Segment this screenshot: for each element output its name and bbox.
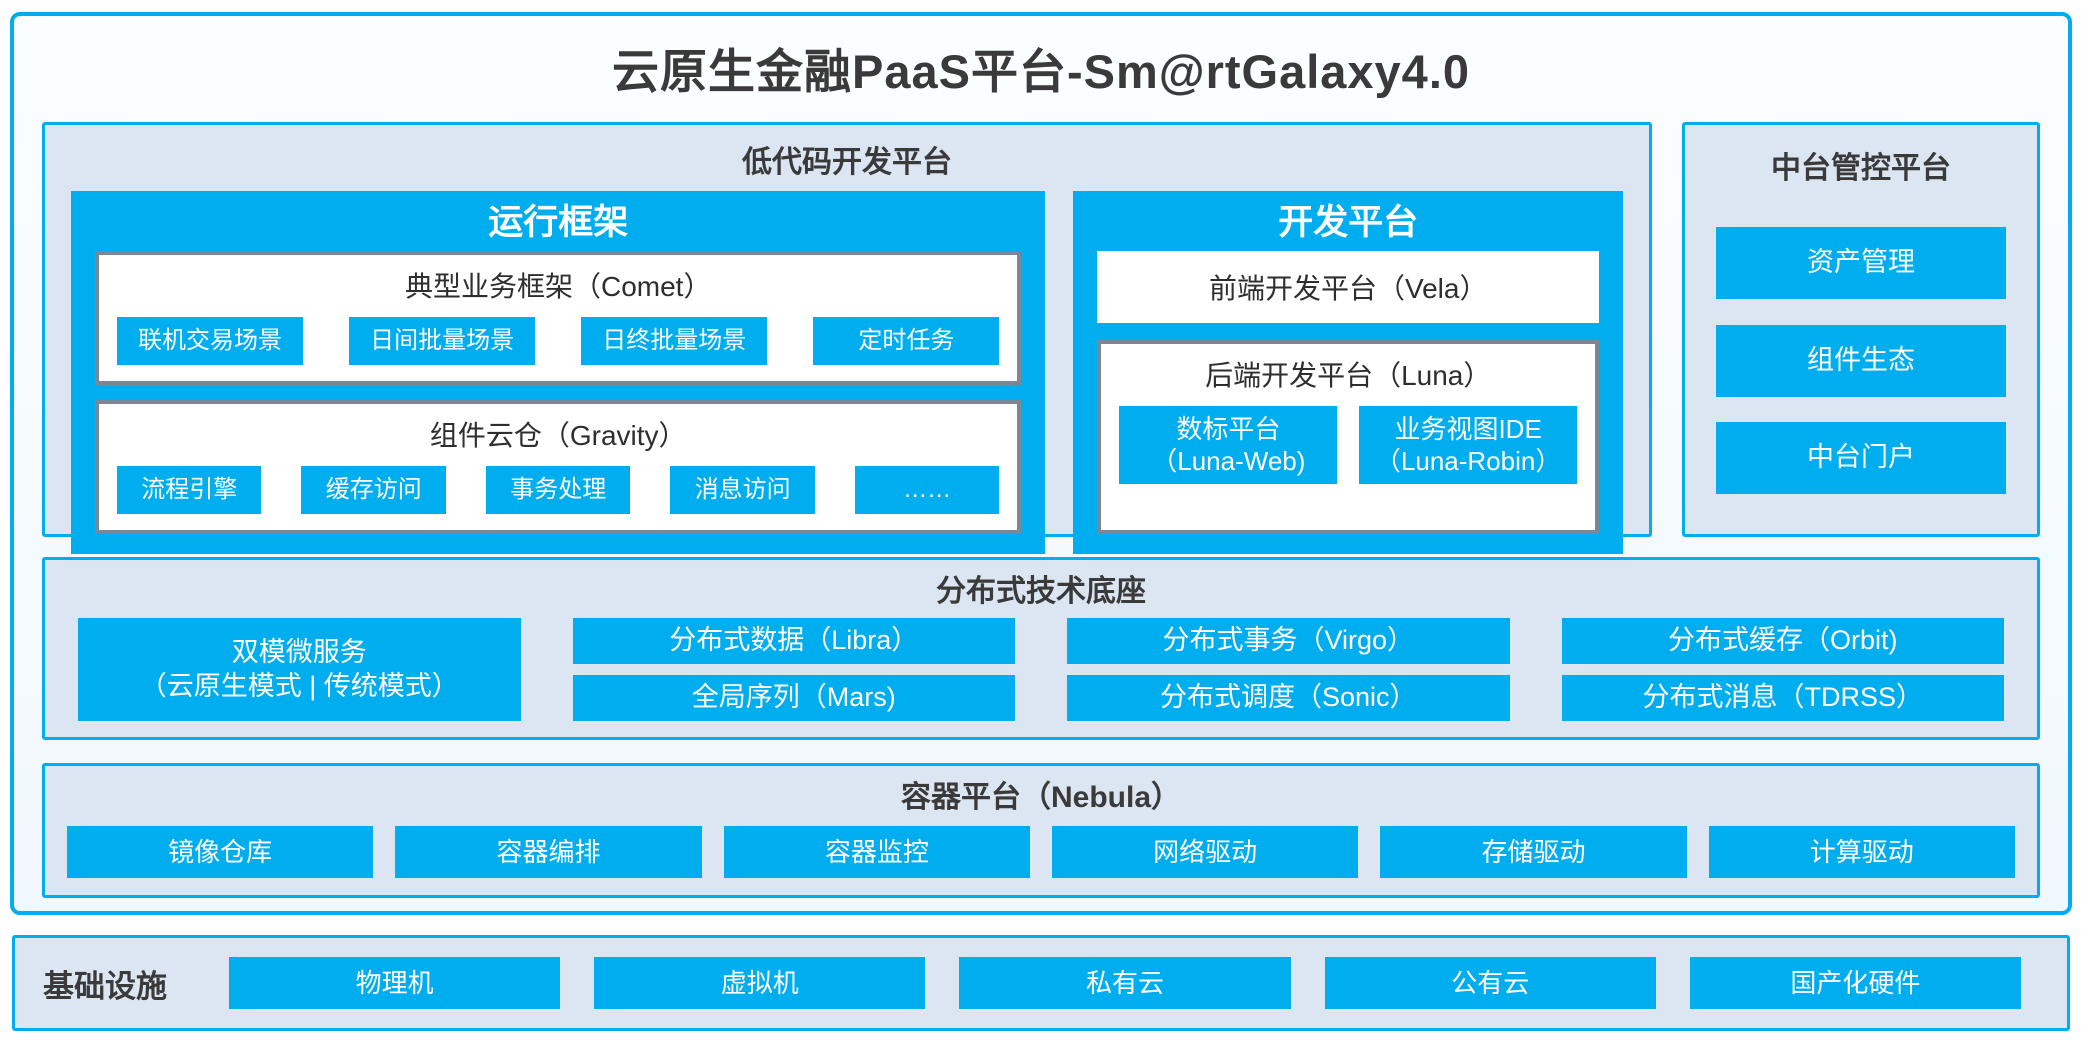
- runtime-framework-title: 运行框架: [488, 203, 629, 242]
- block-dual-mode-microservice: 双模微服务 （云原生模式 | 传统模式）: [78, 618, 521, 721]
- distributed-col-1: 分布式数据（Libra） 全局序列（Mars): [572, 618, 1015, 721]
- block-distributed-transaction: 分布式事务（Virgo）: [1067, 618, 1510, 664]
- group-luna: 后端开发平台（Luna） 数标平台 （Luna-Web) 业务视图IDE （Lu…: [1097, 340, 1599, 534]
- distributed-blocks: 双模微服务 （云原生模式 | 传统模式） 分布式数据（Libra） 全局序列（M…: [78, 618, 2004, 721]
- luna-blocks: 数标平台 （Luna-Web) 业务视图IDE （Luna-Robin）: [1101, 406, 1595, 500]
- group-runtime-framework: 运行框架 典型业务框架（Comet） 联机交易场景 日间批量场景 日终批量场景 …: [71, 191, 1046, 554]
- dual-mode-line2: （云原生模式 | 传统模式）: [139, 670, 459, 701]
- luna-title: 后端开发平台（Luna）: [1205, 360, 1492, 391]
- block-distributed-cache: 分布式缓存（Orbit): [1561, 618, 2004, 664]
- dev-platform-title: 开发平台: [1278, 203, 1419, 242]
- page-title: 云原生金融PaaS平台-Sm@rtGalaxy4.0: [611, 45, 1471, 98]
- block-global-sequence: 全局序列（Mars): [572, 675, 1015, 721]
- comet-blocks: 联机交易场景 日间批量场景 日终批量场景 定时任务: [99, 317, 1017, 381]
- block-container-orchestration: 容器编排: [395, 826, 702, 878]
- gravity-title: 组件云仓（Gravity）: [429, 420, 687, 451]
- block-vela-frontend: 前端开发平台（Vela）: [1097, 251, 1599, 323]
- block-distributed-scheduling: 分布式调度（Sonic）: [1067, 675, 1510, 721]
- block-private-cloud: 私有云: [959, 957, 1291, 1009]
- block-eod-batch: 日终批量场景: [581, 317, 768, 365]
- block-transaction-processing: 事务处理: [485, 466, 631, 514]
- dual-mode-line1: 双模微服务: [231, 636, 367, 667]
- midend-title: 中台管控平台: [1771, 152, 1951, 185]
- block-compute-driver: 计算驱动: [1708, 826, 2015, 878]
- block-domestic-hardware: 国产化硬件: [1689, 957, 2022, 1009]
- block-physical-machine: 物理机: [229, 957, 561, 1009]
- distributed-col-2: 分布式事务（Virgo） 分布式调度（Sonic）: [1067, 618, 1510, 721]
- block-virtual-machine: 虚拟机: [594, 957, 926, 1009]
- container-platform-title: 容器平台（Nebula）: [900, 781, 1182, 814]
- luna-robin-line1: 业务视图IDE: [1394, 413, 1542, 444]
- block-network-driver: 网络驱动: [1051, 826, 1359, 878]
- block-process-engine: 流程引擎: [117, 466, 262, 514]
- block-scheduled-task: 定时任务: [813, 317, 1000, 365]
- block-public-cloud: 公有云: [1324, 957, 1656, 1009]
- luna-robin-line2: （Luna-Robin）: [1374, 446, 1562, 476]
- block-luna-robin: 业务视图IDE （Luna-Robin）: [1359, 406, 1578, 484]
- infrastructure-title: 基础设施: [43, 968, 167, 1004]
- group-comet: 典型业务框架（Comet） 联机交易场景 日间批量场景 日终批量场景 定时任务: [95, 251, 1022, 385]
- section-distributed-base: 分布式技术底座 双模微服务 （云原生模式 | 传统模式） 分布式数据（Libra…: [42, 557, 2040, 740]
- section-container-platform: 容器平台（Nebula） 镜像仓库 容器编排 容器监控 网络驱动 存储驱动 计算…: [42, 763, 2040, 898]
- low-code-content: 运行框架 典型业务框架（Comet） 联机交易场景 日间批量场景 日终批量场景 …: [71, 191, 1623, 554]
- block-distributed-message: 分布式消息（TDRSS）: [1561, 675, 2004, 721]
- midend-blocks: 资产管理 组件生态 中台门户: [1716, 227, 2006, 494]
- group-dev-platform: 开发平台 前端开发平台（Vela） 后端开发平台（Luna） 数标平台 （Lun…: [1073, 191, 1623, 554]
- block-online-transaction: 联机交易场景: [117, 317, 304, 365]
- comet-title: 典型业务框架（Comet）: [404, 271, 712, 302]
- block-distributed-data: 分布式数据（Libra）: [572, 618, 1015, 664]
- section-midend-control-platform: 中台管控平台 资产管理 组件生态 中台门户: [1682, 122, 2040, 537]
- block-storage-driver: 存储驱动: [1380, 826, 1687, 878]
- distributed-title: 分布式技术底座: [936, 575, 1146, 608]
- block-midend-portal: 中台门户: [1716, 422, 2006, 494]
- block-message-access: 消息访问: [670, 466, 815, 514]
- luna-web-line2: （Luna-Web): [1151, 446, 1306, 476]
- block-component-ecosystem: 组件生态: [1716, 324, 2006, 397]
- block-daytime-batch: 日间批量场景: [349, 317, 536, 365]
- platform-diagram: 云原生金融PaaS平台-Sm@rtGalaxy4.0 低代码开发平台 运行框架 …: [10, 12, 2072, 915]
- group-gravity: 组件云仓（Gravity） 流程引擎 缓存访问 事务处理 消息访问 ……: [95, 400, 1022, 534]
- block-ellipsis: ……: [854, 466, 1000, 514]
- section-infrastructure: 基础设施 物理机 虚拟机 私有云 公有云 国产化硬件: [12, 935, 2070, 1031]
- section-low-code-platform: 低代码开发平台 运行框架 典型业务框架（Comet） 联机交易场景 日间批量场景…: [42, 122, 1652, 554]
- luna-web-line1: 数标平台: [1176, 413, 1281, 444]
- block-asset-management: 资产管理: [1716, 227, 2006, 299]
- gravity-blocks: 流程引擎 缓存访问 事务处理 消息访问 ……: [99, 466, 1017, 530]
- container-platform-blocks: 镜像仓库 容器编排 容器监控 网络驱动 存储驱动 计算驱动: [67, 826, 2015, 878]
- block-luna-web: 数标平台 （Luna-Web): [1119, 406, 1338, 484]
- distributed-col-dual-mode: 双模微服务 （云原生模式 | 传统模式）: [78, 618, 521, 721]
- block-image-registry: 镜像仓库: [67, 826, 374, 878]
- block-cache-access: 缓存访问: [301, 466, 446, 514]
- distributed-col-3: 分布式缓存（Orbit) 分布式消息（TDRSS）: [1561, 618, 2004, 721]
- block-container-monitoring: 容器监控: [723, 826, 1030, 878]
- top-row: 低代码开发平台 运行框架 典型业务框架（Comet） 联机交易场景 日间批量场景…: [42, 122, 2040, 554]
- low-code-platform-title: 低代码开发平台: [742, 146, 952, 179]
